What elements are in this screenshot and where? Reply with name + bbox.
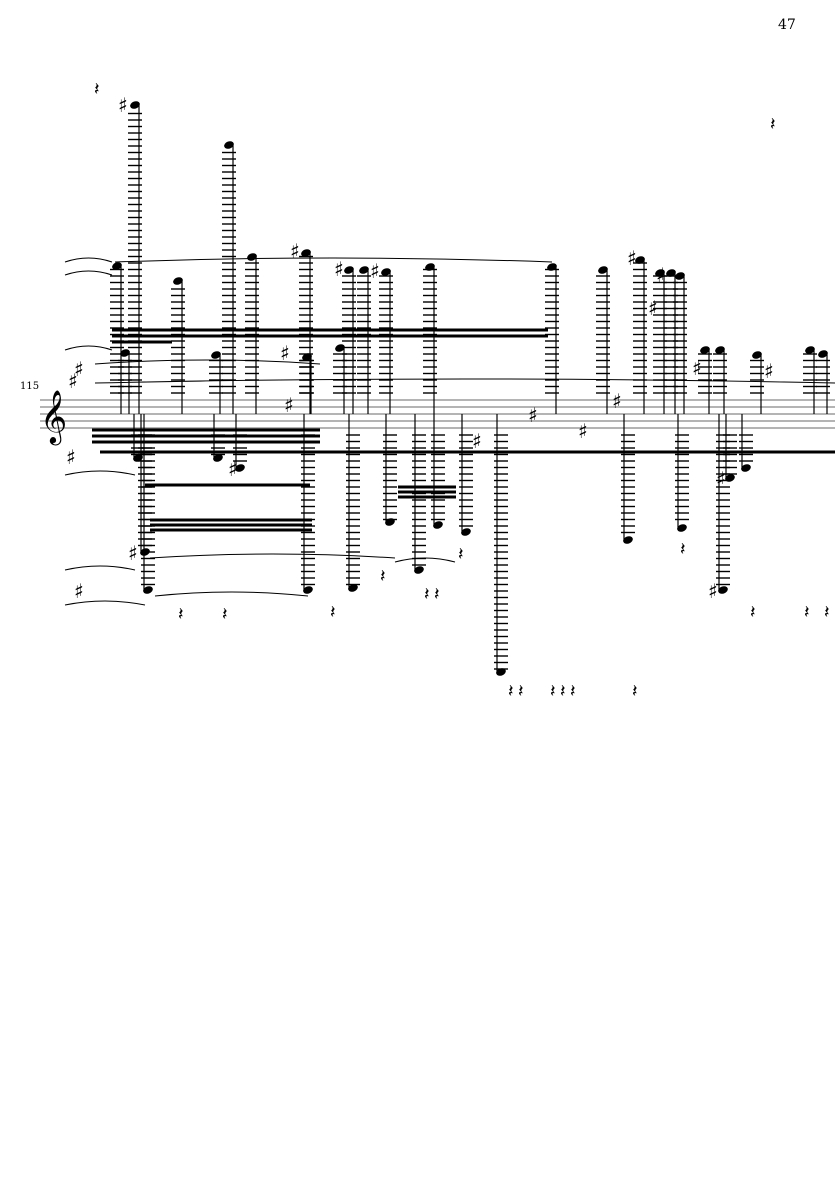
- note-head: [818, 350, 828, 358]
- rest: 𝄽: [770, 114, 776, 135]
- note-head: [303, 586, 313, 594]
- sharp-accidental: ♯: [128, 541, 138, 565]
- note-head: [677, 524, 687, 532]
- note-head: [224, 141, 234, 149]
- note-head: [461, 528, 471, 536]
- rest: 𝄽: [750, 602, 756, 623]
- note-head: [623, 536, 633, 544]
- slur: [394, 557, 456, 563]
- measure-number: 115: [20, 381, 40, 392]
- rest: 𝄽: [434, 584, 440, 605]
- note-head: [381, 268, 391, 276]
- rest: 𝄽: [632, 681, 638, 702]
- rest: 𝄽: [804, 602, 810, 623]
- note-head: [173, 277, 183, 285]
- rest: 𝄽: [508, 681, 514, 702]
- note-head: [666, 269, 676, 277]
- note-head: [301, 249, 311, 257]
- note-head: [675, 272, 685, 280]
- sharp-accidental: ♯: [627, 246, 637, 270]
- rest: 𝄽: [380, 566, 386, 587]
- rest: 𝄽: [518, 681, 524, 702]
- note-head: [655, 269, 665, 277]
- slur: [94, 378, 835, 384]
- note-head: [112, 262, 122, 270]
- sharp-accidental: ♯: [280, 341, 290, 365]
- note-head: [359, 266, 369, 274]
- sharp-accidental: ♯: [578, 419, 588, 443]
- note-head: [211, 351, 221, 359]
- sharp-accidental: ♯: [370, 259, 380, 283]
- note-head: [344, 266, 354, 274]
- slur: [154, 591, 309, 597]
- slur: [114, 257, 553, 263]
- rest: 𝄽: [550, 681, 556, 702]
- note-head: [335, 344, 345, 352]
- rest: 𝄽: [570, 681, 576, 702]
- rest: 𝄽: [824, 602, 830, 623]
- slur: [94, 359, 321, 365]
- rest: 𝄽: [424, 584, 430, 605]
- note-head: [433, 521, 443, 529]
- note-head: [213, 454, 223, 462]
- rest: 𝄽: [178, 604, 184, 625]
- note-head: [598, 266, 608, 274]
- sharp-accidental: ♯: [764, 359, 774, 383]
- note-head: [348, 584, 358, 592]
- sharp-accidental: ♯: [118, 93, 128, 117]
- sharp-accidental: ♯: [284, 393, 294, 417]
- rest: 𝄽: [94, 79, 100, 100]
- sharp-accidental: ♯: [528, 403, 538, 427]
- note-head: [143, 586, 153, 594]
- rest: 𝄽: [330, 602, 336, 623]
- note-head: [752, 351, 762, 359]
- slur: [64, 600, 146, 606]
- sharp-accidental: ♯: [692, 356, 702, 380]
- treble-clef: 𝄞: [40, 389, 67, 445]
- sharp-accidental: ♯: [66, 445, 76, 469]
- sharp-accidental: ♯: [472, 429, 482, 453]
- note-head: [718, 586, 728, 594]
- note-head: [302, 353, 312, 361]
- note-head: [741, 464, 751, 472]
- rest: 𝄽: [458, 544, 464, 565]
- note-head: [805, 346, 815, 354]
- sharp-accidental: ♯: [74, 357, 84, 381]
- slur: [64, 270, 113, 276]
- slur: [64, 470, 136, 476]
- sharp-accidental: ♯: [228, 457, 238, 481]
- slur: [149, 553, 396, 559]
- note-head: [725, 474, 735, 482]
- sharp-accidental: ♯: [74, 579, 84, 603]
- slur: [64, 565, 136, 571]
- note-head: [130, 101, 140, 109]
- note-head: [235, 464, 245, 472]
- sharp-accidental: ♯: [716, 467, 726, 491]
- sharp-accidental: ♯: [648, 296, 658, 320]
- rest: 𝄽: [560, 681, 566, 702]
- rest: 𝄽: [680, 539, 686, 560]
- slur: [64, 257, 113, 263]
- note-head: [414, 566, 424, 574]
- note-head: [635, 256, 645, 264]
- sharp-accidental: ♯: [334, 257, 344, 281]
- sharp-accidental: ♯: [708, 579, 718, 603]
- note-head: [496, 668, 506, 676]
- sharp-accidental: ♯: [68, 369, 78, 393]
- sharp-accidental: ♯: [656, 263, 666, 287]
- rest: 𝄽: [222, 604, 228, 625]
- slur: [64, 345, 113, 351]
- page-number: 47: [778, 17, 796, 33]
- sharp-accidental: ♯: [612, 389, 622, 413]
- note-head: [120, 349, 130, 357]
- note-head: [715, 346, 725, 354]
- sharp-accidental: ♯: [290, 239, 300, 263]
- note-head: [700, 346, 710, 354]
